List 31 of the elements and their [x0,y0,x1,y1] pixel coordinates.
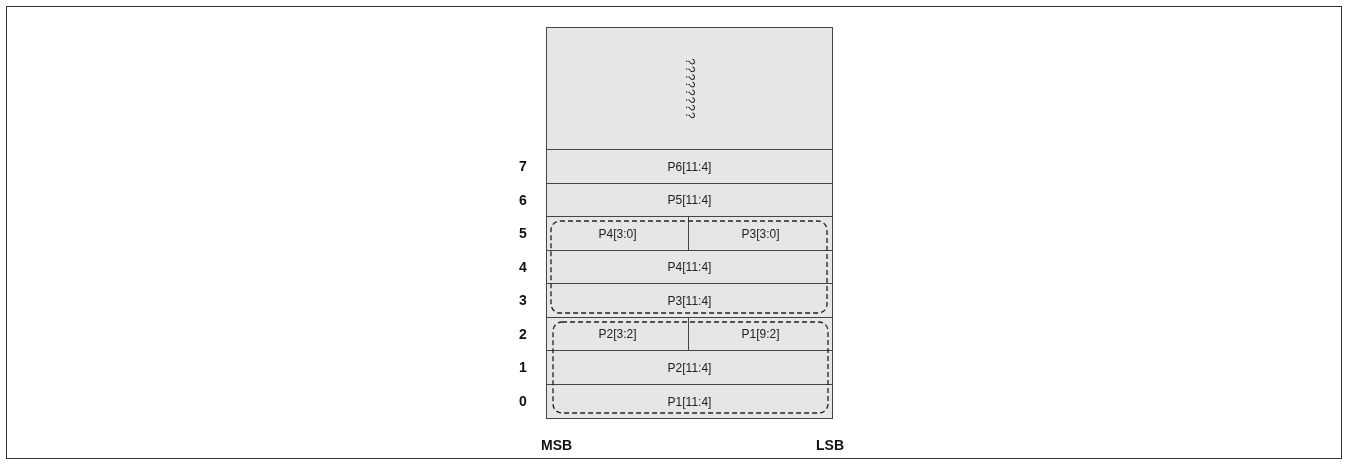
bit-order-label: MSB [541,437,573,453]
row-number: 5 [519,225,527,241]
cell-text: P4[3:0] [598,226,637,241]
memory-cell [546,149,833,184]
row-number: 2 [519,326,527,342]
memory-cell [546,317,689,351]
cell-text: P1[9:2] [741,327,780,341]
row-number: 6 [519,192,527,208]
memory-cell [546,283,833,318]
row-number: 3 [519,292,527,308]
cell-text: P2[11:4] [667,360,712,375]
cell-text: P3[3:0] [741,226,780,241]
memory-cell [546,250,833,284]
row-number: 7 [519,158,527,174]
memory-cell [688,216,833,251]
memory-cell [546,183,833,217]
cell-text: P5[11:4] [667,193,712,207]
cell-text: P6[11:4] [667,159,712,174]
row-number: 1 [519,359,527,375]
cell-text: P2[3:2] [598,327,637,341]
row-number: 4 [519,259,527,275]
memory-cell [546,350,833,385]
memory-cell [688,317,833,351]
cell-text: P3[11:4] [667,293,712,308]
row-number: 0 [519,393,527,409]
cell-text: P1[11:4] [667,394,712,409]
memory-cell [546,384,833,419]
cell-text: P4[11:4] [667,260,712,274]
memory-cell [546,27,833,150]
vertical-cell-text: ???????? [682,57,697,120]
bit-order-label: LSB [816,437,844,453]
